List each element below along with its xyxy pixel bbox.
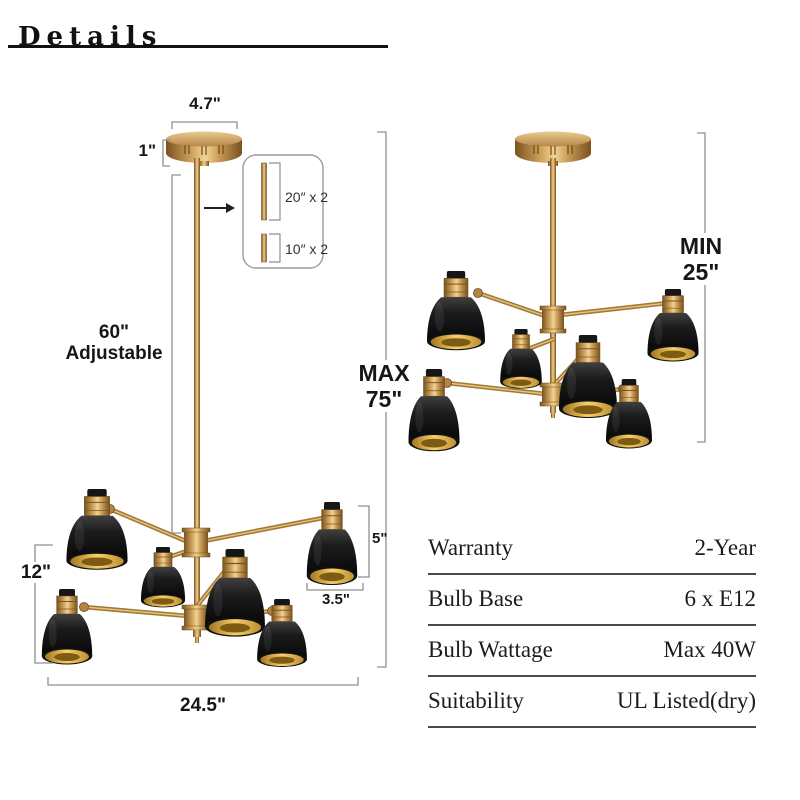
spec-row: Bulb Wattage Max 40W [428, 626, 756, 677]
canopy-width-bracket [171, 121, 238, 129]
shade [426, 270, 486, 351]
center-hubs [539, 305, 567, 418]
min-height-line [697, 132, 706, 443]
shade-height-label: 5" [372, 530, 388, 547]
rod-kit-box [242, 154, 324, 269]
shade [204, 548, 266, 638]
downrod [550, 158, 556, 410]
shade [41, 588, 93, 665]
right-dimension-line [697, 132, 706, 443]
title-underline [8, 45, 388, 48]
rod-long-label: 20″ x 2 [285, 189, 329, 205]
spec-table: Warranty 2-Year Bulb Base 6 x E12 Bulb W… [428, 524, 756, 728]
rod-short-label: 10″ x 2 [285, 241, 329, 257]
max-height-label: MAX 75" [341, 360, 427, 412]
spec-label: Warranty [428, 535, 513, 560]
shade [647, 288, 699, 362]
fixture-width-bracket [47, 677, 359, 686]
shade [499, 328, 543, 390]
min-height-label: MIN 25" [658, 233, 744, 285]
fixture-height-label: 12" [13, 562, 59, 584]
canopy [165, 130, 243, 167]
canopy-width-label: 4.7" [189, 94, 221, 113]
left-chandelier-illustration [41, 130, 358, 668]
shade [558, 334, 618, 419]
shade-diameter-label: 3.5" [322, 591, 350, 608]
arrow-right-icon [204, 203, 235, 213]
fixture-height-bracket [34, 544, 53, 664]
spec-row: Bulb Base 6 x E12 [428, 575, 756, 626]
shade-diameter-bracket [306, 583, 364, 591]
spec-value: 2-Year [694, 535, 756, 560]
fixture-width-label: 24.5" [180, 695, 226, 716]
spec-row: Warranty 2-Year [428, 524, 756, 575]
drop-height-label: 60" Adjustable [65, 322, 163, 365]
spec-label: Bulb Base [428, 586, 524, 611]
canopy-height-label: 1" [138, 141, 156, 160]
shade-height-bracket [358, 505, 370, 578]
downrod [194, 158, 200, 632]
drop-height-bracket [171, 174, 181, 534]
spec-value: 6 x E12 [684, 586, 756, 611]
spec-label: Bulb Wattage [428, 637, 553, 662]
canopy-height-bracket [162, 139, 170, 167]
shade [65, 488, 129, 571]
spec-value: UL Listed(dry) [616, 688, 756, 713]
spec-row: Suitability UL Listed(dry) [428, 677, 756, 728]
shade [306, 501, 358, 586]
right-chandelier-illustration [407, 130, 699, 452]
center-hubs [181, 527, 211, 643]
spec-label: Suitability [428, 688, 524, 713]
shade [256, 598, 308, 668]
spec-value: Max 40W [663, 637, 756, 662]
